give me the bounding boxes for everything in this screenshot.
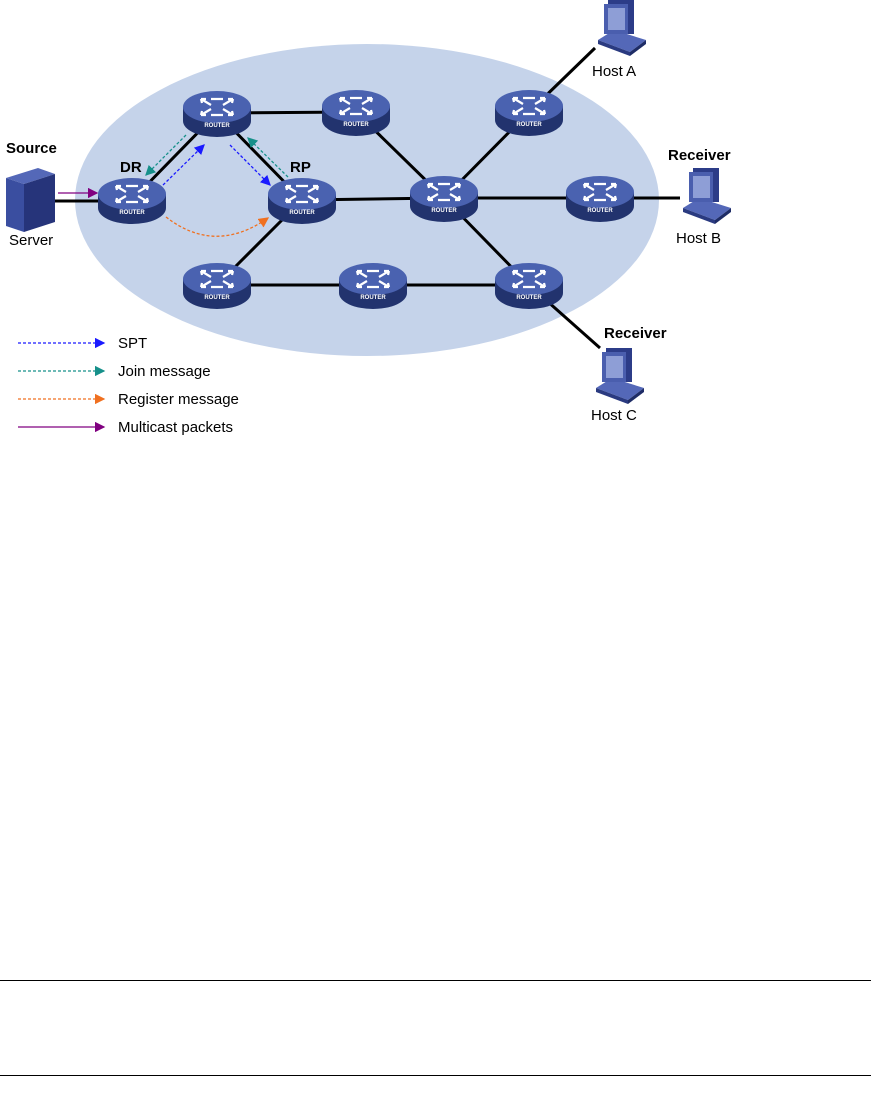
router-rp: ROUTER [266, 176, 338, 226]
svg-text:ROUTER: ROUTER [360, 295, 386, 301]
spt-arrow-1 [162, 144, 205, 186]
host-b-pc-icon [683, 168, 731, 224]
svg-text:ROUTER: ROUTER [587, 208, 613, 214]
label-rp: RP [290, 159, 311, 176]
label-server: Server [9, 232, 53, 249]
join-arrow-2 [247, 137, 289, 178]
label-host-c: Host C [591, 407, 637, 424]
svg-text:ROUTER: ROUTER [343, 122, 369, 128]
svg-text:ROUTER: ROUTER [204, 295, 230, 301]
join-arrow-1 [145, 134, 187, 176]
label-dr: DR [120, 159, 142, 176]
router-right: ROUTER [564, 174, 636, 224]
host-a-pc-icon [598, 0, 646, 56]
spt-arrow-2 [229, 144, 271, 186]
router-bottom-left: ROUTER [181, 261, 253, 311]
divider-bottom [0, 1075, 871, 1076]
register-arrow [165, 216, 270, 237]
server-icon [6, 168, 55, 232]
svg-text:ROUTER: ROUTER [289, 210, 315, 216]
label-source: Source [6, 140, 57, 157]
svg-text:ROUTER: ROUTER [516, 122, 542, 128]
legend [18, 337, 106, 433]
router-top-mid: ROUTER [320, 88, 392, 138]
svg-text:ROUTER: ROUTER [431, 208, 457, 214]
label-host-a: Host A [592, 63, 636, 80]
router-top-right: ROUTER [493, 88, 565, 138]
router-dr: ROUTER [96, 176, 168, 226]
message-arrows [58, 134, 289, 237]
legend-spt-label: SPT [118, 335, 147, 352]
router-center: ROUTER [408, 174, 480, 224]
legend-register-label: Register message [118, 391, 239, 408]
host-c-pc-icon [596, 348, 644, 404]
label-receiver-c: Receiver [604, 325, 667, 342]
label-receiver-b: Receiver [668, 147, 731, 164]
router-top-left: ROUTER [181, 89, 253, 139]
svg-text:ROUTER: ROUTER [204, 123, 230, 129]
svg-text:ROUTER: ROUTER [119, 210, 145, 216]
svg-text:ROUTER: ROUTER [516, 295, 542, 301]
router-bottom-right: ROUTER [493, 261, 565, 311]
divider-top [0, 980, 871, 981]
legend-join-label: Join message [118, 363, 211, 380]
label-host-b: Host B [676, 230, 721, 247]
router-bottom-mid: ROUTER [337, 261, 409, 311]
legend-multicast-label: Multicast packets [118, 419, 233, 436]
routers: ROUTER ROUTER ROUTER ROUTER ROUTER ROUTE… [96, 88, 636, 311]
